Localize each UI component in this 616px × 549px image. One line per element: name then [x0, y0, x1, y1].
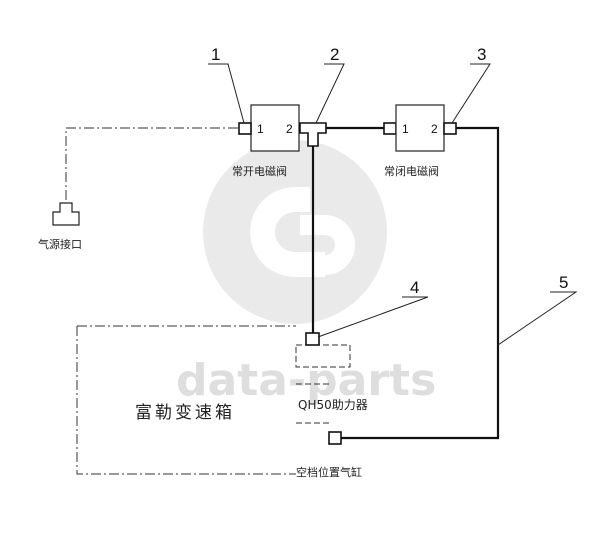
watermark — [203, 140, 387, 324]
air-inlet-label: 气源接口 — [38, 237, 82, 251]
neutral-cylinder-label: 空档位置气缸 — [296, 465, 362, 479]
callout-2-leader — [315, 63, 345, 124]
valve-closed-port2: 2 — [431, 122, 438, 136]
callout-2: 2 — [330, 45, 339, 64]
valve-closed-outlet-fitting — [443, 122, 457, 135]
gearbox-outline — [76, 325, 296, 475]
watermark-logo-circle — [203, 140, 387, 324]
booster-label: QH50助力器 — [298, 398, 368, 412]
tee-fitting — [299, 122, 327, 147]
valve-closed-port1: 1 — [402, 122, 409, 136]
callout-4: 4 — [410, 278, 419, 297]
cylinder-port-fitting — [328, 431, 342, 445]
line-closed-valve-to-cylinder — [341, 126, 500, 440]
watermark-logo-mark — [250, 187, 325, 277]
valve-open-port-fitting — [238, 122, 252, 135]
supply-line — [65, 127, 238, 200]
callout-1: 1 — [211, 45, 220, 64]
valve-open-port2: 2 — [286, 122, 293, 136]
watermark-text: data-parts — [176, 355, 436, 406]
gearbox-label: 富勒变速箱 — [135, 403, 235, 423]
callout-5: 5 — [559, 273, 568, 292]
callout-3-leader — [451, 63, 491, 124]
valve-closed-label: 常闭电磁阀 — [384, 164, 439, 178]
callout-5-leader — [497, 291, 578, 346]
callout-3: 3 — [477, 45, 486, 64]
valve-closed-port-fitting — [383, 122, 397, 135]
valve-open-label: 常开电磁阀 — [232, 164, 287, 178]
callout-1-leader — [208, 63, 245, 124]
valve-closed-body — [395, 104, 445, 152]
callout-4-leader — [317, 296, 429, 338]
valve-open-port1: 1 — [257, 122, 264, 136]
booster-port-fitting — [305, 332, 320, 346]
air-inlet-icon — [52, 202, 80, 226]
booster-block — [295, 344, 351, 368]
valve-open-body — [250, 104, 300, 152]
